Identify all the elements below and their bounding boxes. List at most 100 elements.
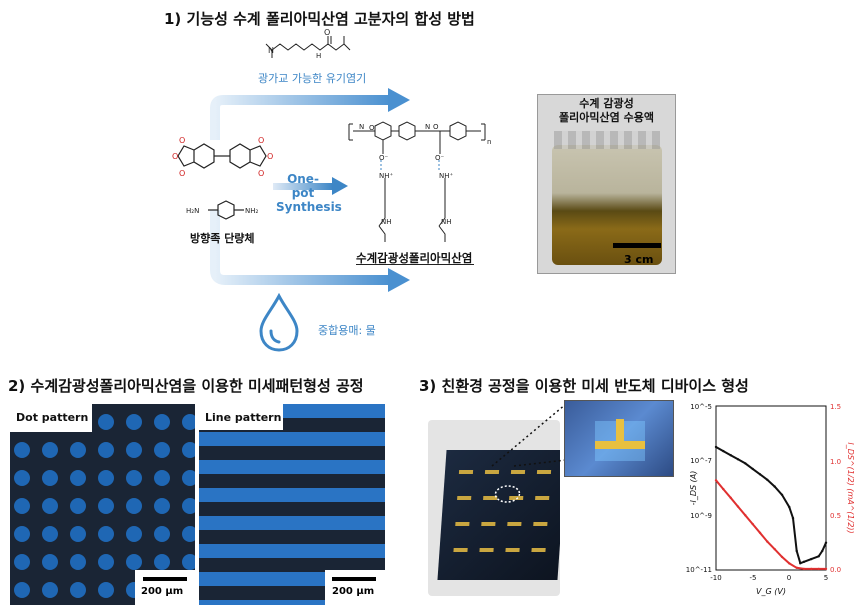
svg-text:O: O bbox=[267, 152, 273, 161]
product-underline bbox=[356, 264, 474, 265]
dot-pattern-image: Dot pattern 200 μm bbox=[10, 404, 195, 605]
svg-text:O⁻: O⁻ bbox=[379, 154, 389, 162]
chart-point bbox=[736, 505, 740, 508]
diamine-structure: H₂N NH₂ bbox=[186, 200, 259, 220]
line-pattern-image: Line pattern 200 μm bbox=[199, 404, 385, 605]
dot-label-box bbox=[10, 404, 92, 432]
chart-point bbox=[773, 548, 776, 551]
chart-point bbox=[788, 505, 791, 509]
x-tick: 0 bbox=[787, 574, 791, 582]
chart-point bbox=[729, 496, 732, 499]
svg-text:O: O bbox=[258, 136, 264, 145]
chart-point bbox=[729, 454, 732, 457]
chart-point bbox=[824, 541, 828, 544]
monomer-label: 방향족 단량체 bbox=[190, 232, 255, 245]
line-scale-label: 200 μm bbox=[332, 586, 375, 597]
svg-text:O: O bbox=[179, 169, 185, 178]
y-right-tick: 0.0 bbox=[830, 566, 841, 574]
y-left-tick: 10^-7 bbox=[690, 457, 712, 465]
vial-caption-line2: 폴리아믹산염 수용액 bbox=[559, 111, 654, 124]
chart-point bbox=[722, 449, 725, 453]
svg-text:O: O bbox=[172, 152, 178, 161]
vial-scale-label: 3 cm bbox=[624, 253, 654, 266]
dianhydride-structure: OOO OOO bbox=[172, 136, 273, 178]
x-axis-label: V_G (V) bbox=[756, 587, 786, 596]
one-pot-synthesis-label: One-pot Synthesis bbox=[276, 172, 342, 214]
svg-text:N: N bbox=[425, 123, 430, 131]
y-left-tick: 10^-11 bbox=[686, 566, 712, 574]
x-tick: 5 bbox=[824, 574, 828, 582]
svg-text:O: O bbox=[179, 136, 185, 145]
section3-title: 3) 친환경 공정을 이용한 미세 반도체 디바이스 형성 bbox=[419, 377, 749, 395]
chart-point bbox=[744, 514, 747, 517]
vial-photo: 수계 감광성 폴리아믹산염 수용액 3 cm bbox=[537, 94, 676, 274]
device-zoom-inset bbox=[564, 400, 674, 477]
y-right-axis-label: I_DS^(1/2) (mA^(1/2)) bbox=[846, 442, 855, 533]
chart-point bbox=[795, 549, 798, 553]
dot-scale-label: 200 μm bbox=[141, 586, 184, 597]
solvent-label: 중합용매: 물 bbox=[318, 324, 376, 337]
svg-text:O: O bbox=[258, 169, 264, 178]
svg-text:NH: NH bbox=[381, 218, 392, 226]
chart-point bbox=[751, 522, 754, 526]
vial-scale-bar bbox=[613, 243, 661, 248]
dot-pattern-label: Dot pattern bbox=[16, 411, 89, 424]
chart-point bbox=[780, 555, 784, 559]
svg-text:NH⁺: NH⁺ bbox=[379, 172, 394, 180]
section2-title: 2) 수계감광성폴리아믹산염을 이용한 미세패턴형성 공정 bbox=[8, 377, 364, 395]
transfer-curve-chart: 10^-5 10^-7 10^-9 10^-11 1.5 1.0 0.5 0.0… bbox=[686, 403, 855, 596]
synthesis-flow-arrows bbox=[210, 88, 410, 292]
dot-scale-bar bbox=[143, 577, 187, 581]
dot-scale-box bbox=[135, 570, 195, 605]
x-tick: -10 bbox=[710, 574, 721, 582]
svg-text:NH⁺: NH⁺ bbox=[439, 172, 454, 180]
vial-caption: 수계 감광성 폴리아믹산염 수용액 bbox=[538, 97, 675, 125]
chart-point bbox=[736, 458, 740, 461]
svg-text:O⁻: O⁻ bbox=[435, 154, 445, 162]
sqrt-drain-current-line bbox=[715, 479, 826, 570]
device-wafer bbox=[437, 450, 560, 580]
water-drop-icon bbox=[259, 293, 299, 352]
chart-point bbox=[758, 473, 762, 476]
chart-point bbox=[788, 562, 791, 565]
section1-title: 1) 기능성 수계 폴리아믹산염 고분자의 합성 방법 bbox=[164, 10, 475, 28]
svg-text:O: O bbox=[433, 123, 439, 131]
y-right-tick: 1.5 bbox=[830, 403, 841, 411]
x-tick: -5 bbox=[750, 574, 757, 582]
vial-caption-line1: 수계 감광성 bbox=[579, 97, 634, 110]
svg-text:O: O bbox=[369, 124, 375, 132]
chart-point bbox=[714, 445, 718, 449]
chart-point bbox=[824, 567, 828, 571]
svg-text:H₂N: H₂N bbox=[186, 207, 199, 215]
y-left-tick: 10^-9 bbox=[690, 512, 712, 520]
line-scale-box bbox=[325, 570, 385, 605]
svg-text:NH: NH bbox=[441, 218, 452, 226]
y-left-tick: 10^-5 bbox=[690, 403, 712, 411]
chart-point bbox=[744, 462, 747, 465]
chart-point bbox=[780, 493, 784, 496]
svg-text:NH₂: NH₂ bbox=[245, 207, 259, 215]
svg-text:N: N bbox=[268, 46, 274, 55]
chart-point bbox=[766, 478, 769, 481]
line-pattern-label: Line pattern bbox=[205, 411, 282, 424]
line-scale-bar bbox=[332, 577, 376, 581]
organic-base-structure: N H O bbox=[265, 28, 351, 60]
chart-point bbox=[714, 479, 718, 482]
chart-point bbox=[817, 567, 820, 571]
line-pattern-stripes bbox=[199, 404, 385, 605]
line-label-box bbox=[199, 404, 283, 430]
photosensitive-group-label: 광가교 가능한 유기염기 bbox=[258, 72, 367, 85]
chart-point bbox=[802, 560, 806, 563]
device-photo bbox=[428, 420, 560, 596]
chart-point bbox=[799, 562, 802, 565]
y-left-axis-label: -I_DS (A) bbox=[689, 471, 698, 506]
chart-point bbox=[791, 516, 795, 520]
inset-electrode-stem bbox=[616, 419, 624, 449]
y-right-tick: 1.0 bbox=[830, 458, 841, 466]
chart-point bbox=[802, 567, 806, 571]
chart-point bbox=[773, 485, 776, 488]
chart-point bbox=[810, 567, 813, 571]
chart-point bbox=[751, 467, 754, 471]
chart-marks bbox=[714, 445, 828, 571]
